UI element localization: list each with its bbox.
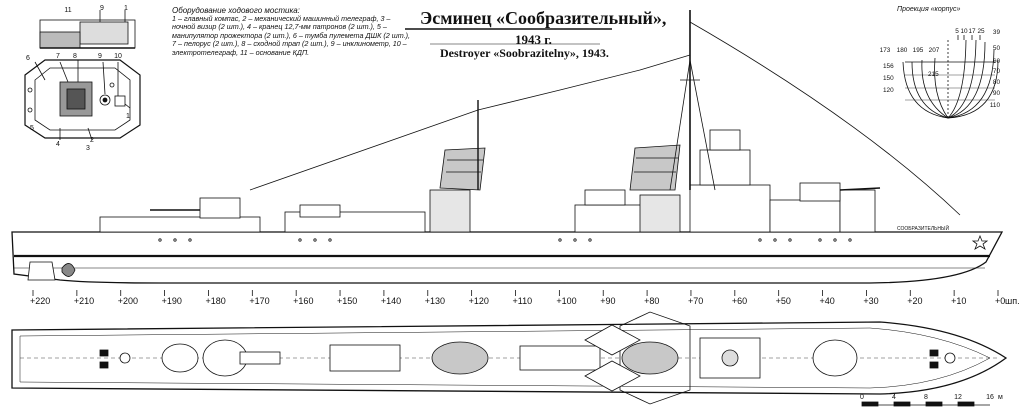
frame-label-150: +150 — [337, 296, 357, 306]
frame-label-120: +120 — [469, 296, 489, 306]
projection-right-label-39: 39 — [993, 29, 1001, 36]
hull-name: СООБРАЗИТЕЛЬНЫЙ — [897, 224, 949, 232]
scale-unit-label: м — [998, 394, 1003, 401]
scale-tick-4: 4 — [892, 394, 896, 401]
bridge-callout-8: 8 — [73, 53, 77, 60]
bridge-detail-drawing — [24, 10, 141, 141]
scale-tick-8: 8 — [924, 394, 928, 401]
projection-right-label-70: 70 — [993, 68, 1001, 75]
title-english: Destroyer «Soobrazitelny», 1943. — [440, 46, 609, 60]
projection-left-label-156: 156 — [883, 63, 894, 70]
projection-top-label-25: 25 — [977, 28, 985, 35]
bridge-callout-1: 1 — [126, 113, 130, 120]
frame-label-180: +180 — [205, 296, 225, 306]
frame-label-170: +170 — [249, 296, 269, 306]
frame-label-90: +90 — [600, 296, 615, 306]
bridge-callout-3: 3 — [86, 145, 90, 152]
frame-label-160: +160 — [293, 296, 313, 306]
frame-label-60: +60 — [732, 296, 747, 306]
frame-label-110: +110 — [513, 296, 533, 306]
frame-label-200: +200 — [118, 296, 138, 306]
bridge-callout-9: 9 — [100, 5, 104, 12]
projection-right-label-60: 60 — [993, 58, 1001, 65]
bridge-callouts: 11 9 1 6 7 8 9 10 5 2 1 4 3 — [26, 5, 130, 152]
projection-left-label-120: 120 — [883, 87, 894, 94]
frame-label-80: +80 — [644, 296, 659, 306]
bridge-callout-11: 11 — [64, 7, 71, 14]
frame-label-30: +30 — [863, 296, 878, 306]
bridge-callout-5: 5 — [30, 125, 34, 132]
projection-top-label-5: 5 — [955, 28, 959, 35]
frame-label-20: +20 — [907, 296, 922, 306]
projection-left-top-label-180: 180 — [897, 47, 908, 54]
frame-label-190: +190 — [162, 296, 182, 306]
frame-label-130: +130 — [425, 296, 445, 306]
bridge-callout-7: 7 — [56, 53, 60, 60]
frame-label-10: +10 — [951, 296, 966, 306]
frame-label-0: +0 — [995, 296, 1005, 306]
projection-title: Проекция «корпус» — [897, 6, 961, 13]
scale-tick-16: 16 — [986, 394, 994, 401]
projection-right-label-80: 80 — [993, 79, 1001, 86]
frame-label-140: +140 — [381, 296, 401, 306]
scale-tick-12: 12 — [954, 394, 962, 401]
projection-right-label-110: 110 — [990, 102, 1001, 109]
deck-plan — [11, 311, 1008, 405]
frame-label-220: +220 — [30, 296, 50, 306]
legend-text: 1 – главный компас, 2 – механический маш… — [172, 14, 411, 57]
projection-top-label-10: 10 — [960, 28, 968, 35]
projection-left-label-150: 150 — [883, 75, 894, 82]
bridge-callout-1: 1 — [124, 5, 128, 12]
frame-label-40: +40 — [820, 296, 835, 306]
frame-scale-ticks — [32, 290, 999, 296]
frame-label-100: +100 — [556, 296, 576, 306]
frame-label-210: +210 — [74, 296, 94, 306]
bridge-callout-4: 4 — [56, 141, 60, 148]
frame-unit-label: шп. — [1005, 296, 1020, 306]
title-russian: Эсминец «Сообразительный», — [420, 8, 667, 28]
projection-left-top-label-207: 207 — [929, 47, 940, 54]
bridge-callout-2: 2 — [90, 137, 94, 144]
bridge-callout-9: 9 — [98, 53, 102, 60]
metric-scale-bar — [861, 401, 990, 407]
scale-labels: 0 4 8 12 16 м — [860, 394, 1003, 401]
scale-tick-0: 0 — [860, 394, 864, 401]
projection-right-label-50: 50 — [993, 45, 1001, 52]
legend-heading: Оборудование ходового мостика: — [172, 6, 300, 15]
portholes-row — [158, 238, 852, 242]
body-plan-projection — [902, 35, 999, 119]
frame-label-50: +50 — [776, 296, 791, 306]
bridge-callout-10: 10 — [114, 53, 122, 60]
projection-top-label-17: 17 — [968, 28, 976, 35]
side-elevation — [11, 10, 1004, 284]
projection-inner-label: 215 — [928, 71, 939, 78]
projection-left-top-label-173: 173 — [880, 47, 891, 54]
bridge-callout-6: 6 — [26, 55, 30, 62]
frame-label-70: +70 — [688, 296, 703, 306]
frame-labels: +220 +210 +200 +190 +180 +170 +160 +150 +140 +130… — [30, 296, 1020, 306]
projection-right-label-90: 90 — [993, 90, 1001, 97]
projection-left-top-label-195: 195 — [913, 47, 924, 54]
title-year: 1943 г. — [515, 32, 552, 47]
